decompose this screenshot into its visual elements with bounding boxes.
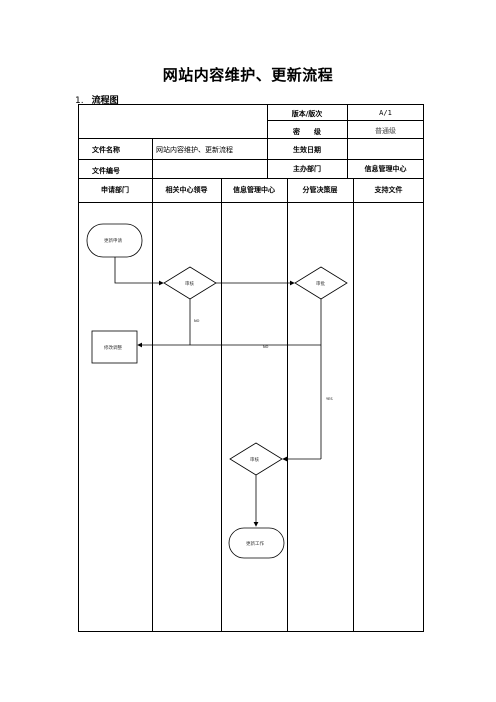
secret-value: 普通级	[375, 127, 396, 135]
fileno-label: 文件编号	[92, 167, 120, 175]
table-line	[152, 138, 153, 178]
modify-node-label: 修改调整	[104, 344, 122, 351]
filename-label: 文件名称	[92, 146, 120, 154]
filename-value: 网站内容维护、更新流程	[156, 146, 233, 154]
table-line	[78, 202, 424, 203]
doc-title: 网站内容维护、更新流程	[162, 66, 334, 84]
lane-header-applicant: 申请部门	[101, 186, 129, 194]
table-line	[78, 159, 424, 160]
lane-header-center-leader: 相关中心领导	[165, 186, 208, 194]
secret-label: 密 级	[293, 128, 321, 136]
section-heading: 1. 流程图	[75, 93, 119, 106]
lane-line	[287, 178, 288, 632]
start-node	[86, 223, 143, 258]
start-node-label: 更新申请	[104, 237, 122, 244]
edge-label-no2: NO	[263, 345, 269, 349]
section-title: 流程图	[91, 96, 119, 106]
edge-label-no1: NO	[194, 319, 200, 323]
lane-header-info-center: 信息管理中心	[233, 186, 275, 194]
table-line	[267, 104, 268, 178]
lane-header-decision: 分管决策层	[302, 186, 338, 194]
dept-label: 主办部门	[293, 165, 321, 173]
lane-header-support-docs: 支持文件	[374, 186, 403, 194]
table-line	[78, 178, 424, 179]
edge-label-yes: YES	[326, 397, 333, 401]
dept-value: 信息管理中心	[364, 165, 407, 173]
table-line	[78, 138, 424, 139]
edge-start-review1	[114, 257, 164, 286]
section-number: 1.	[75, 96, 84, 106]
lane-line	[152, 178, 153, 632]
review3-node-label: 审核	[250, 456, 259, 463]
lane-line	[353, 178, 354, 632]
lane-line	[221, 178, 222, 632]
flowchart-frame	[78, 104, 424, 632]
table-line	[347, 104, 348, 178]
modify-node	[91, 330, 138, 364]
table-line	[267, 120, 424, 121]
review2-node-label: 审批	[316, 280, 325, 287]
version-value: A/1	[379, 109, 392, 117]
end-node	[228, 527, 285, 559]
review1-node-label: 审核	[185, 280, 194, 287]
effective-label: 生效日期	[293, 146, 321, 154]
version-label: 版本/版次	[291, 110, 323, 118]
end-node-label: 更新工作	[246, 540, 264, 547]
